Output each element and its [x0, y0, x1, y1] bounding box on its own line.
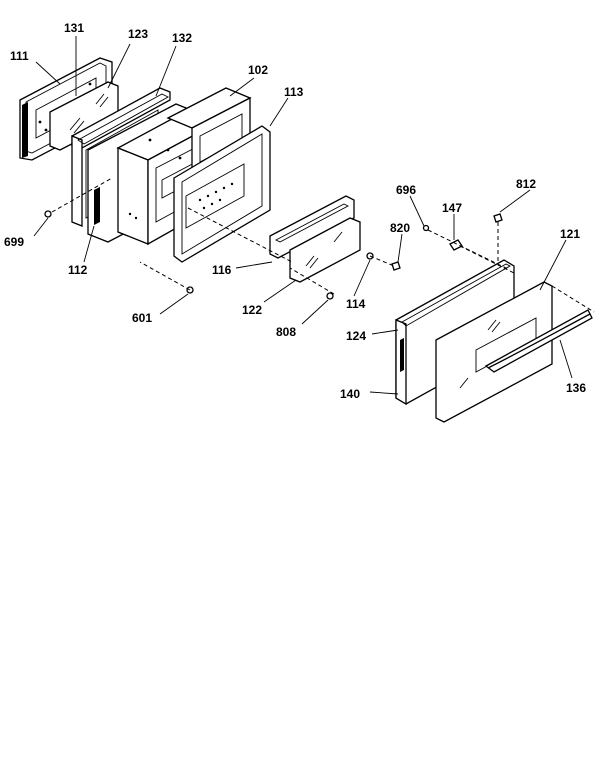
alignment-lines	[51, 177, 595, 313]
label-113: 113	[284, 85, 304, 99]
label-696: 696	[396, 183, 416, 197]
leader-lines	[33, 36, 573, 395]
label-121: 121	[560, 227, 580, 241]
label-812: 812	[516, 177, 536, 191]
part-113-inner-panel	[173, 125, 271, 263]
screw-820	[391, 261, 401, 271]
label-114: 114	[346, 297, 366, 311]
label-808: 808	[276, 325, 296, 339]
screw-808	[326, 292, 334, 300]
label-112: 112	[68, 263, 88, 277]
spacer-147	[449, 239, 463, 251]
label-140: 140	[340, 387, 360, 401]
part-122-window-glass	[289, 217, 361, 283]
label-132: 132	[172, 31, 192, 45]
screw-699	[44, 210, 52, 218]
label-123: 123	[128, 27, 148, 41]
label-131: 131	[64, 21, 84, 35]
label-122: 122	[242, 303, 262, 317]
part-116-window-frame	[269, 195, 355, 259]
part-labels: 111 131 123 132 102 113 699 112 116 601 …	[4, 21, 586, 401]
screw-114	[366, 252, 374, 260]
label-111: 111	[10, 49, 29, 63]
label-820: 820	[390, 221, 410, 235]
screw-696	[422, 224, 430, 232]
part-136-handle	[484, 309, 593, 373]
label-601: 601	[132, 311, 152, 325]
label-147: 147	[442, 201, 462, 215]
label-116: 116	[212, 263, 232, 277]
label-124: 124	[346, 329, 366, 343]
label-699: 699	[4, 235, 24, 249]
label-136: 136	[566, 381, 586, 395]
screw-812	[493, 213, 503, 223]
label-102: 102	[248, 63, 268, 77]
